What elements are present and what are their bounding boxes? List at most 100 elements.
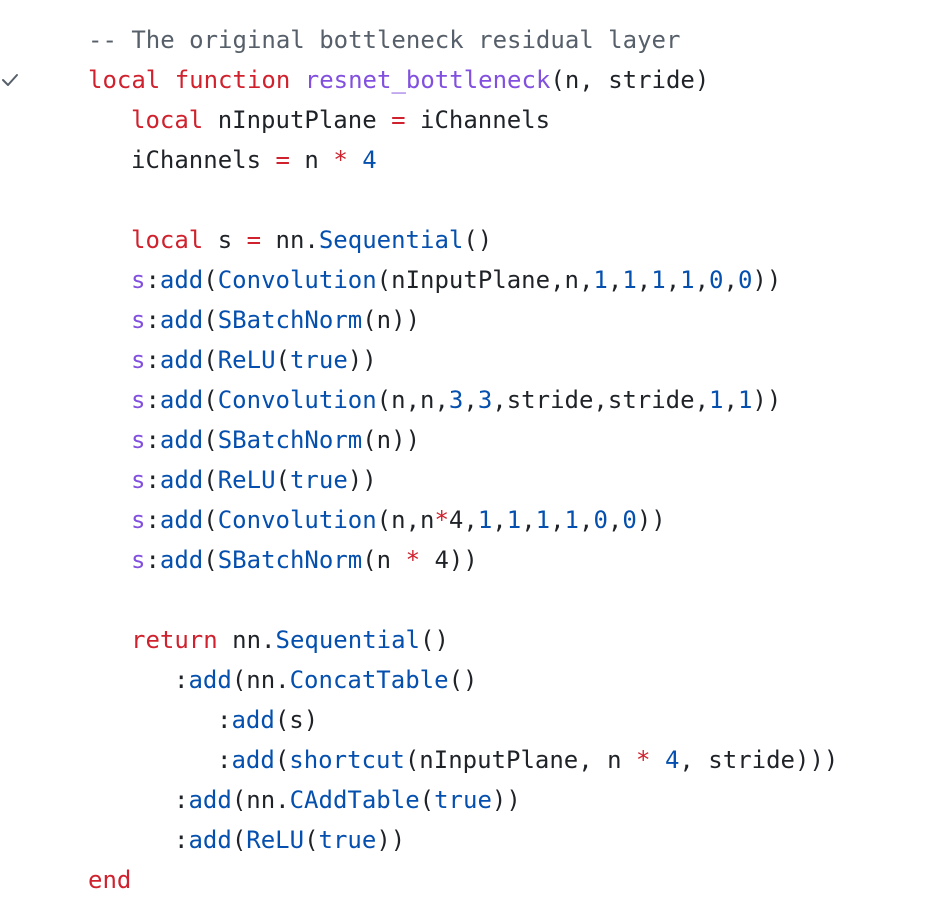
code-token: resnet_bottleneck — [304, 66, 551, 94]
code-token: Convolution — [217, 386, 377, 414]
code-token: : — [174, 666, 189, 694]
code-token: , — [665, 266, 681, 294]
code-token: nn. — [217, 626, 276, 654]
code-token: CAddTable — [289, 786, 420, 814]
code-token: s — [131, 266, 146, 294]
code-token: iChannels — [131, 146, 276, 174]
code-token: (n,n, — [376, 386, 449, 414]
code-line: return nn.Sequential() — [88, 620, 838, 660]
code-token: 4)) — [420, 546, 478, 574]
code-token: Sequential — [275, 626, 421, 654]
code-token: (nn. — [231, 786, 290, 814]
code-token: (n,n — [376, 506, 435, 534]
code-token: local — [88, 66, 161, 94]
code-token: , — [694, 266, 710, 294]
code-token: ( — [203, 346, 218, 374]
code-token: ( — [275, 466, 290, 494]
code-token: ( — [231, 826, 247, 854]
code-token: (nInputPlane,n, — [376, 266, 594, 294]
code-token: add — [188, 666, 232, 694]
code-token: ( — [203, 466, 218, 494]
code-token: , — [723, 266, 738, 294]
code-token: , — [492, 506, 507, 534]
code-token: ( — [203, 546, 218, 574]
code-token: end — [88, 866, 132, 894]
code-token: : — [217, 746, 232, 774]
code-token: Convolution — [217, 506, 377, 534]
code-token: return — [131, 626, 218, 654]
code-token: () — [463, 226, 493, 254]
code-token: : — [145, 466, 160, 494]
code-token: 1 — [622, 266, 637, 294]
code-token: (nn. — [231, 666, 290, 694]
code-token: ReLU — [246, 826, 305, 854]
code-token: ,stride,stride, — [492, 386, 710, 414]
code-token: add — [159, 346, 204, 374]
code-token: add — [159, 466, 204, 494]
code-token: s — [131, 386, 146, 414]
code-token: ( — [203, 266, 218, 294]
code-token: , — [607, 266, 623, 294]
code-token: Sequential — [318, 226, 464, 254]
code-token: add — [159, 386, 204, 414]
code-token: (n)) — [362, 306, 421, 334]
code-token: = — [391, 106, 406, 134]
code-line: s:add(Convolution(nInputPlane,n,1,1,1,1,… — [88, 260, 838, 300]
code-line: -- The original bottleneck residual laye… — [88, 20, 838, 60]
code-line: s:add(ReLU(true)) — [88, 460, 838, 500]
code-token: , — [463, 386, 478, 414]
code-token: (s) — [274, 706, 319, 734]
code-token: () — [448, 666, 478, 694]
code-token — [348, 146, 362, 174]
code-token — [290, 66, 304, 94]
code-token: (n)) — [362, 426, 421, 454]
code-token: 1 — [506, 506, 522, 534]
code-token: 1 — [564, 506, 579, 534]
code-token: )) — [376, 826, 406, 854]
code-token: ( — [275, 346, 290, 374]
code-line: s:add(Convolution(n,n*4,1,1,1,1,0,0)) — [88, 500, 838, 540]
code-token: 0 — [737, 266, 753, 294]
code-token: add — [231, 706, 275, 734]
code-token: 4 — [448, 506, 464, 534]
code-line: iChannels = n * 4 — [88, 140, 838, 180]
check-icon[interactable] — [0, 60, 20, 100]
code-token: : — [145, 386, 160, 414]
code-token: add — [159, 306, 204, 334]
code-token: )) — [347, 466, 377, 494]
code-line: :add(nn.CAddTable(true)) — [88, 780, 838, 820]
code-token: )) — [347, 346, 377, 374]
code-token: 3 — [448, 386, 464, 414]
code-token: : — [145, 346, 160, 374]
code-token: SBatchNorm — [217, 546, 363, 574]
code-token: ( — [203, 506, 218, 534]
code-lines: -- The original bottleneck residual laye… — [88, 20, 838, 900]
code-token: , stride))) — [679, 746, 839, 774]
code-line: s:add(SBatchNorm(n)) — [88, 300, 838, 340]
code-token: : — [145, 306, 160, 334]
code-token: iChannels — [405, 106, 551, 134]
code-token: , — [579, 506, 594, 534]
code-token: SBatchNorm — [217, 306, 363, 334]
code-token: true — [289, 466, 348, 494]
code-token: = — [246, 226, 262, 254]
code-token: add — [159, 506, 204, 534]
code-token: add — [159, 546, 204, 574]
code-token: ConcatTable — [289, 666, 449, 694]
code-line: s:add(ReLU(true)) — [88, 340, 838, 380]
code-line: local nInputPlane = iChannels — [88, 100, 838, 140]
code-token: , — [636, 266, 652, 294]
code-token: 1 — [680, 266, 695, 294]
code-token: 0 — [709, 266, 724, 294]
code-token: * — [434, 506, 449, 534]
code-token: , — [463, 506, 478, 534]
code-token: 1 — [709, 386, 724, 414]
code-token: s — [131, 426, 146, 454]
code-token: () — [420, 626, 449, 654]
code-token: , — [550, 506, 565, 534]
code-token: )) — [752, 266, 782, 294]
code-token: local — [131, 226, 204, 254]
code-token: = — [275, 146, 290, 174]
code-line — [88, 180, 838, 220]
